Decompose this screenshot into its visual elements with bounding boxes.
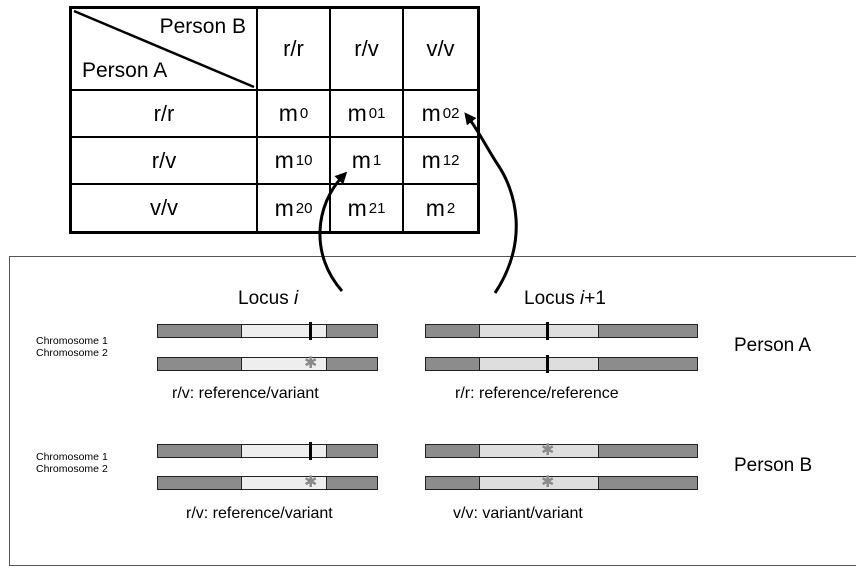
genotype-caption: v/v: variant/variant: [453, 505, 583, 522]
locus-prefix: Locus: [524, 288, 580, 309]
arrow-locus-i: [318, 171, 348, 292]
corner-person-a: Person A: [82, 59, 168, 82]
cell-symbol: m: [278, 100, 298, 126]
variant-star-icon: ✱: [541, 474, 555, 491]
col-header: r/r: [258, 9, 331, 91]
chromosome-2-label: Chromosome 2: [36, 347, 108, 359]
reference-tick: [309, 442, 312, 460]
cell-symbol: m: [274, 147, 294, 173]
arrow-locus-i-plus-1: [464, 112, 518, 294]
cell-subscript: 01: [368, 105, 386, 122]
cell-subscript: 12: [442, 152, 460, 169]
cell-symbol: m: [274, 194, 294, 221]
chromosome-labels-a: Chromosome 1 Chromosome 2: [36, 335, 108, 359]
chromosome-1-label: Chromosome 1: [36, 335, 108, 347]
cell-subscript: 20: [295, 199, 313, 217]
cell-symbol: m: [425, 194, 445, 221]
chromosome-1-label: Chromosome 1: [36, 451, 108, 463]
col-header: v/v: [404, 9, 477, 91]
locus-variable: i: [293, 288, 299, 309]
person-b-label: Person B: [734, 455, 813, 476]
cell-subscript: 10: [295, 152, 313, 169]
cell-symbol: m: [347, 194, 367, 221]
cell-symbol: m: [421, 147, 441, 173]
corner-person-b: Person B: [159, 15, 246, 38]
locus-prefix: Locus: [238, 288, 294, 309]
row-header: r/v: [72, 138, 258, 185]
chromosome-bar: ✱: [157, 474, 378, 491]
chromosome-2-label: Chromosome 2: [36, 463, 108, 475]
chromosome-labels-b: Chromosome 1 Chromosome 2: [36, 451, 108, 475]
diagonal-line: [73, 9, 255, 89]
variant-star-icon: ✱: [304, 474, 318, 491]
person-a-label: Person A: [734, 335, 812, 356]
chromosome-bar: ✱: [425, 442, 698, 459]
row-header: r/r: [72, 91, 258, 138]
corner-header: Person B Person A: [72, 9, 258, 91]
reference-tick: [546, 322, 549, 340]
genotype-caption: r/r: reference/reference: [455, 385, 619, 402]
chromosome-bar: ✱: [425, 474, 698, 491]
cell-symbol: m: [347, 100, 367, 126]
chromosome-bar: [425, 322, 698, 340]
locus-variable: i: [579, 288, 585, 309]
col-header: r/v: [331, 9, 404, 91]
locus-suffix: +1: [584, 288, 606, 309]
cell-symbol: m: [351, 147, 371, 173]
reference-tick: [546, 355, 549, 373]
cell-subscript: 02: [442, 105, 460, 122]
cell-subscript: 21: [368, 199, 386, 217]
cell-subscript: 0: [299, 105, 309, 122]
variant-star-icon: ✱: [541, 442, 555, 459]
locus-i-plus-1-title: Locus i+1: [524, 288, 606, 310]
chromosome-bar: ✱: [157, 355, 378, 372]
chromosome-bar: [157, 322, 378, 340]
genotype-caption: r/v: reference/variant: [172, 385, 319, 402]
chromosome-bar: [425, 355, 698, 373]
variant-star-icon: ✱: [304, 355, 318, 372]
reference-tick: [309, 322, 312, 340]
genotype-caption: r/v: reference/variant: [186, 505, 333, 522]
cell-symbol: m: [421, 100, 441, 126]
cell-subscript: 1: [372, 152, 382, 169]
chromosome-bar: [157, 442, 378, 460]
cell-subscript: 2: [446, 199, 456, 217]
locus-i-title: Locus i: [238, 288, 298, 310]
row-header: v/v: [72, 185, 258, 231]
